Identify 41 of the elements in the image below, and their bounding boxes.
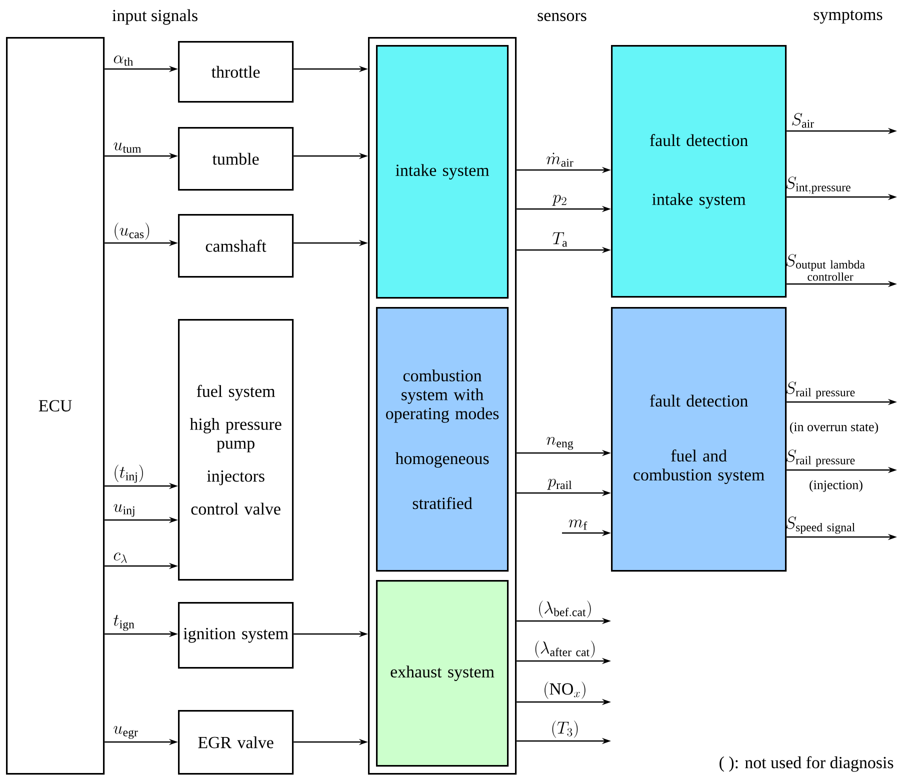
edge-label: $(t_{\mathrm{inj}})$ bbox=[114, 464, 143, 483]
edge-label: $(\mathrm{NO}_{x})$ bbox=[544, 682, 586, 699]
process-box: fuel system high pressure pump injectors control valve bbox=[178, 319, 294, 581]
subsystem-box: combustion system with operating modes homogeneous stratified bbox=[376, 307, 509, 572]
edge-label: $T_{\mathrm{a}}$ bbox=[552, 232, 568, 247]
edge-label: $p_{\mathrm{rail}}$ bbox=[547, 478, 572, 490]
text-label: (injection) bbox=[810, 480, 862, 492]
process-box: EGR valve bbox=[178, 710, 294, 775]
process-box: throttle bbox=[178, 41, 294, 103]
process-box: camshaft bbox=[178, 214, 294, 278]
edge-label: $S_{\mathrm{rail\ pressure}}$ bbox=[786, 382, 855, 399]
text-label: ( ): not used for diagnosis bbox=[720, 756, 894, 772]
edge-label: $S_{\substack{\mathrm{output\ lambda}\\ \mathrm{controller}}}$ bbox=[786, 254, 865, 281]
edge-label: $t_{\mathrm{ign}}$ bbox=[114, 614, 134, 631]
edge-label: $p_{2}$ bbox=[552, 194, 566, 206]
edge-label: $n_{\mathrm{eng}}$ bbox=[546, 437, 574, 450]
subsystem-box: exhaust system bbox=[376, 580, 509, 767]
edge-label: $\dot{m}_{\mathrm{air}}$ bbox=[546, 152, 574, 167]
edge-label: $S_{\mathrm{air}}$ bbox=[792, 112, 814, 128]
edge-label: $u_{\mathrm{egr}}$ bbox=[114, 726, 138, 739]
edge-label: $S_{\mathrm{speed\ signal}}$ bbox=[786, 516, 855, 534]
fault-detection-box: fault detection intake system bbox=[611, 45, 787, 298]
text-label: symptoms bbox=[814, 10, 882, 24]
text-label: input signals bbox=[112, 9, 198, 25]
edge-label: $S_{\mathrm{int,pressure}}$ bbox=[786, 176, 850, 194]
edge-label: $(\lambda_{\mathrm{bef.cat}})$ bbox=[539, 600, 591, 618]
text-label: sensors bbox=[538, 12, 586, 22]
control-unit-box: ECU bbox=[6, 37, 105, 775]
edge-label: $(T_{3})$ bbox=[552, 720, 578, 738]
process-box: ignition system bbox=[178, 602, 294, 669]
edge-label: $\alpha_{\mathrm{th}}$ bbox=[114, 56, 133, 66]
edge-label: $u_{\mathrm{tum}}$ bbox=[114, 142, 142, 153]
edge-label: $c_{\lambda}$ bbox=[114, 552, 127, 563]
edge-label: $m_{\mathrm{f}}$ bbox=[568, 520, 588, 530]
edge-label: $S_{\mathrm{rail\ pressure}}$ bbox=[786, 450, 855, 467]
fault-detection-box: fault detection fuel and combustion system bbox=[611, 307, 787, 572]
edge-label: $(u_{\mathrm{cas}})$ bbox=[114, 222, 150, 240]
subsystem-box: intake system bbox=[376, 45, 509, 299]
edge-label: $(\lambda_{\mathrm{after\ cat}})$ bbox=[535, 640, 595, 658]
process-box: tumble bbox=[178, 127, 294, 191]
edge-label: $u_{\mathrm{inj}}$ bbox=[114, 504, 134, 517]
